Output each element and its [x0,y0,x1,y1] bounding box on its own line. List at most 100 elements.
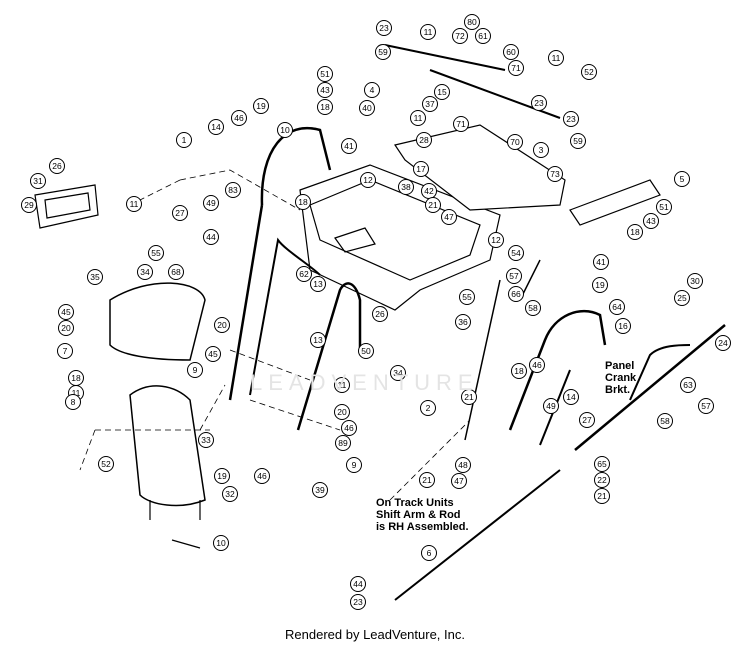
part-callout[interactable]: 20 [334,404,350,420]
part-callout[interactable]: 23 [376,20,392,36]
part-callout[interactable]: 10 [277,122,293,138]
part-callout[interactable]: 20 [214,317,230,333]
part-callout[interactable]: 44 [203,229,219,245]
part-callout[interactable]: 80 [464,14,480,30]
part-callout[interactable]: 26 [372,306,388,322]
part-callout[interactable]: 14 [563,389,579,405]
part-callout[interactable]: 14 [208,119,224,135]
part-callout[interactable]: 59 [570,133,586,149]
part-callout[interactable]: 11 [548,50,564,66]
part-callout[interactable]: 59 [375,44,391,60]
part-callout[interactable]: 18 [627,224,643,240]
part-callout[interactable]: 58 [657,413,673,429]
part-callout[interactable]: 52 [581,64,597,80]
part-callout[interactable]: 11 [334,377,350,393]
part-callout[interactable]: 9 [346,457,362,473]
part-callout[interactable]: 65 [594,456,610,472]
part-callout[interactable]: 19 [592,277,608,293]
part-callout[interactable]: 71 [453,116,469,132]
part-callout[interactable]: 34 [137,264,153,280]
part-callout[interactable]: 9 [187,362,203,378]
part-callout[interactable]: 11 [126,196,142,212]
part-callout[interactable]: 5 [674,171,690,187]
part-callout[interactable]: 23 [563,111,579,127]
part-callout[interactable]: 45 [58,304,74,320]
part-callout[interactable]: 11 [420,24,436,40]
part-callout[interactable]: 2 [420,400,436,416]
part-callout[interactable]: 41 [341,138,357,154]
part-callout[interactable]: 73 [547,166,563,182]
part-callout[interactable]: 22 [594,472,610,488]
part-callout[interactable]: 25 [674,290,690,306]
part-callout[interactable]: 21 [425,197,441,213]
part-callout[interactable]: 46 [254,468,270,484]
part-callout[interactable]: 49 [543,398,559,414]
part-callout[interactable]: 33 [198,432,214,448]
part-callout[interactable]: 71 [508,60,524,76]
part-callout[interactable]: 43 [643,213,659,229]
part-callout[interactable]: 66 [508,286,524,302]
part-callout[interactable]: 54 [508,245,524,261]
part-callout[interactable]: 55 [148,245,164,261]
part-callout[interactable]: 70 [507,134,523,150]
part-callout[interactable]: 46 [341,420,357,436]
part-callout[interactable]: 46 [529,357,545,373]
part-callout[interactable]: 44 [350,576,366,592]
part-callout[interactable]: 18 [317,99,333,115]
part-callout[interactable]: 58 [525,300,541,316]
part-callout[interactable]: 8 [65,394,81,410]
part-callout[interactable]: 11 [410,110,426,126]
part-callout[interactable]: 31 [30,173,46,189]
part-callout[interactable]: 68 [168,264,184,280]
part-callout[interactable]: 89 [335,435,351,451]
part-callout[interactable]: 27 [579,412,595,428]
part-callout[interactable]: 26 [49,158,65,174]
part-callout[interactable]: 45 [205,346,221,362]
part-callout[interactable]: 52 [98,456,114,472]
part-callout[interactable]: 35 [87,269,103,285]
part-callout[interactable]: 60 [503,44,519,60]
part-callout[interactable]: 23 [531,95,547,111]
part-callout[interactable]: 15 [434,84,450,100]
part-callout[interactable]: 30 [687,273,703,289]
part-callout[interactable]: 13 [310,276,326,292]
part-callout[interactable]: 47 [451,473,467,489]
part-callout[interactable]: 64 [609,299,625,315]
part-callout[interactable]: 10 [213,535,229,551]
part-callout[interactable]: 28 [416,132,432,148]
part-callout[interactable]: 32 [222,486,238,502]
part-callout[interactable]: 41 [593,254,609,270]
part-callout[interactable]: 50 [358,343,374,359]
part-callout[interactable]: 4 [364,82,380,98]
part-callout[interactable]: 40 [359,100,375,116]
part-callout[interactable]: 34 [390,365,406,381]
part-callout[interactable]: 18 [511,363,527,379]
part-callout[interactable]: 62 [296,266,312,282]
part-callout[interactable]: 55 [459,289,475,305]
part-callout[interactable]: 61 [475,28,491,44]
part-callout[interactable]: 49 [203,195,219,211]
part-callout[interactable]: 42 [421,183,437,199]
part-callout[interactable]: 63 [680,377,696,393]
part-callout[interactable]: 43 [317,82,333,98]
part-callout[interactable]: 23 [350,594,366,610]
part-callout[interactable]: 72 [452,28,468,44]
part-callout[interactable]: 1 [176,132,192,148]
part-callout[interactable]: 37 [422,96,438,112]
part-callout[interactable]: 12 [360,172,376,188]
part-callout[interactable]: 17 [413,161,429,177]
part-callout[interactable]: 48 [455,457,471,473]
part-callout[interactable]: 21 [461,389,477,405]
part-callout[interactable]: 47 [441,209,457,225]
part-callout[interactable]: 51 [317,66,333,82]
part-callout[interactable]: 21 [419,472,435,488]
part-callout[interactable]: 36 [455,314,471,330]
part-callout[interactable]: 16 [615,318,631,334]
part-callout[interactable]: 29 [21,197,37,213]
part-callout[interactable]: 13 [310,332,326,348]
part-callout[interactable]: 38 [398,179,414,195]
part-callout[interactable]: 19 [214,468,230,484]
part-callout[interactable]: 57 [698,398,714,414]
part-callout[interactable]: 46 [231,110,247,126]
part-callout[interactable]: 12 [488,232,504,248]
